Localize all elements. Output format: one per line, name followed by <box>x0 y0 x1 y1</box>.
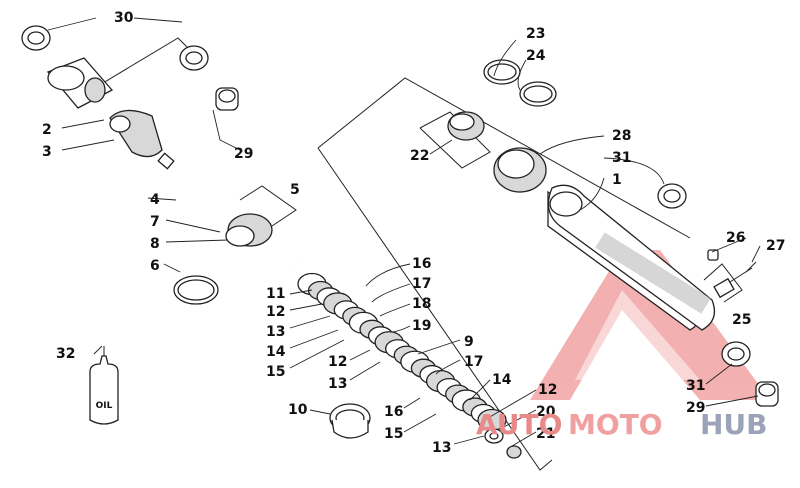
shock-frame-outline <box>317 77 691 471</box>
spacer-29-bottom <box>755 381 779 407</box>
oil-label: OIL <box>96 401 113 411</box>
callout-32: 32 <box>56 346 75 362</box>
callout-26: 26 <box>726 230 745 246</box>
oil-bottle-32 <box>89 346 119 425</box>
callout-15-b: 15 <box>384 426 403 442</box>
watermark-hub: HUB <box>700 408 768 441</box>
callout-12-c: 12 <box>538 382 557 398</box>
callout-13-c: 13 <box>432 440 451 456</box>
bracket-5 <box>239 185 297 227</box>
spring-seat-28 <box>493 147 547 193</box>
callout-16-b: 16 <box>384 404 403 420</box>
callout-17-a: 17 <box>412 276 431 292</box>
callout-4: 4 <box>150 192 160 208</box>
callout-22: 22 <box>410 148 429 164</box>
callout-19: 19 <box>412 318 431 334</box>
callout-2: 2 <box>42 122 52 138</box>
watermark-auto: AUTO <box>476 408 562 441</box>
seal-23 <box>483 59 521 85</box>
bracket-25 <box>703 263 743 303</box>
seal-24 <box>519 81 557 107</box>
bushing-30-right <box>179 45 209 71</box>
callout-3: 3 <box>42 144 52 160</box>
spacer-29-top <box>215 87 239 111</box>
watermark-text: AUTO MOTO HUB <box>476 408 768 441</box>
callout-27: 27 <box>766 238 785 254</box>
callout-30: 30 <box>114 10 134 26</box>
seal-head-5 <box>225 213 273 247</box>
bumper-3 <box>109 109 163 158</box>
cap-26 <box>707 249 719 261</box>
callout-10: 10 <box>288 402 308 418</box>
callout-labels: 30 2 3 29 4 5 7 8 6 11 12 13 14 15 16 17… <box>42 10 785 456</box>
callout-20: 20 <box>536 404 556 420</box>
bushing-31-bottom <box>721 341 751 367</box>
callout-25: 25 <box>732 312 751 328</box>
bushing-31-top <box>657 183 687 209</box>
callout-14-a: 14 <box>266 344 286 360</box>
callout-23: 23 <box>526 26 545 42</box>
callout-29-top: 29 <box>234 146 253 162</box>
shock-body-1 <box>547 184 716 331</box>
callout-11: 11 <box>266 286 285 302</box>
callout-9: 9 <box>464 334 474 350</box>
callout-28: 28 <box>612 128 631 144</box>
valve-25 <box>713 267 753 299</box>
callout-31-top: 31 <box>612 150 631 166</box>
bushing-30-left <box>21 25 51 51</box>
nut-21 <box>506 445 522 459</box>
callout-1: 1 <box>612 172 622 188</box>
callout-13-b: 13 <box>328 376 347 392</box>
leader-lines <box>47 17 761 447</box>
callout-14-b: 14 <box>492 372 512 388</box>
callout-12-a: 12 <box>266 304 285 320</box>
callout-24: 24 <box>526 48 546 64</box>
callout-15-a: 15 <box>266 364 285 380</box>
callout-8: 8 <box>150 236 160 252</box>
callout-18: 18 <box>412 296 431 312</box>
callout-17-b: 17 <box>464 354 483 370</box>
callout-13-a: 13 <box>266 324 285 340</box>
washer-20 <box>484 428 504 444</box>
eyelet-2 <box>46 57 114 109</box>
callout-7: 7 <box>150 214 160 230</box>
callout-16-a: 16 <box>412 256 431 272</box>
bushing-10 <box>329 403 371 439</box>
callout-21: 21 <box>536 426 555 442</box>
callout-5: 5 <box>290 182 300 198</box>
callout-29-bottom: 29 <box>686 400 705 416</box>
watermark-logo <box>530 250 770 400</box>
bracket-30 <box>87 37 191 93</box>
shaft-4 <box>157 152 297 266</box>
screw-27 <box>745 261 757 273</box>
callout-31-bottom: 31 <box>686 378 705 394</box>
cap-22 <box>447 111 485 141</box>
watermark-moto: MOTO <box>568 408 663 441</box>
bracket-22 <box>419 111 491 169</box>
o-ring-6 <box>173 275 219 305</box>
valve-stack <box>297 272 507 432</box>
callout-6: 6 <box>150 258 160 274</box>
callout-12-b: 12 <box>328 354 347 370</box>
